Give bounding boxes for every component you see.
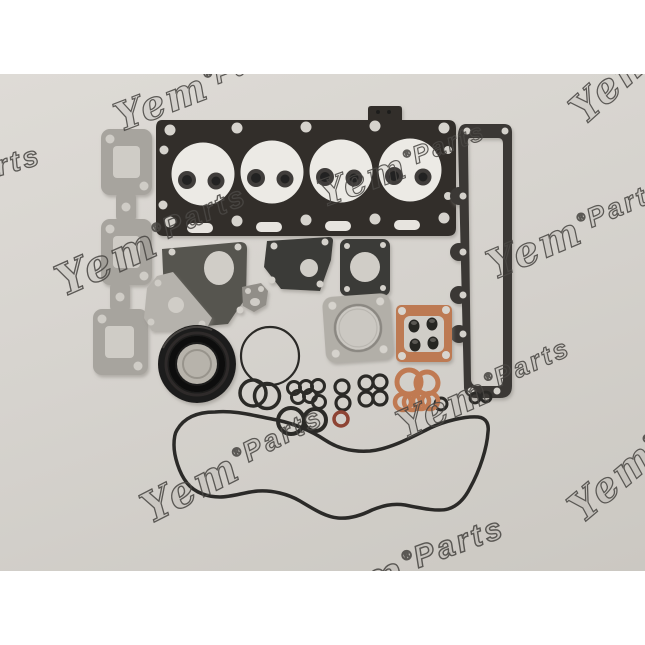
side-cover-gasket [450,124,512,398]
head-gasket-bolt-holes [158,120,452,228]
side-cover-bolt-holes [459,127,509,395]
copper-seal-plate [396,305,452,362]
metal-flange-gasket [322,293,394,363]
product-photo: Yem®Parts Yem®Parts Yem®Parts Yem®Parts … [0,74,645,571]
gasket-kit-illustration [93,106,512,520]
valve-cover-gasket [172,409,490,520]
bottom-white-band [0,571,645,645]
water-pump-gasket [264,237,333,291]
crankshaft-oil-seal [158,325,236,403]
top-white-band [0,0,645,74]
cylinder-head-gasket [156,106,456,236]
cylinder-bores [171,138,442,206]
square-port-gasket [340,239,390,296]
thermostat-gasket [242,283,268,312]
copper-washers [392,367,441,413]
red-o-ring [332,410,350,428]
head-gasket-slots [187,220,420,233]
bore-holes [178,167,432,190]
valve-stem-seals [408,317,439,352]
exhaust-manifold-gasket [93,129,152,375]
